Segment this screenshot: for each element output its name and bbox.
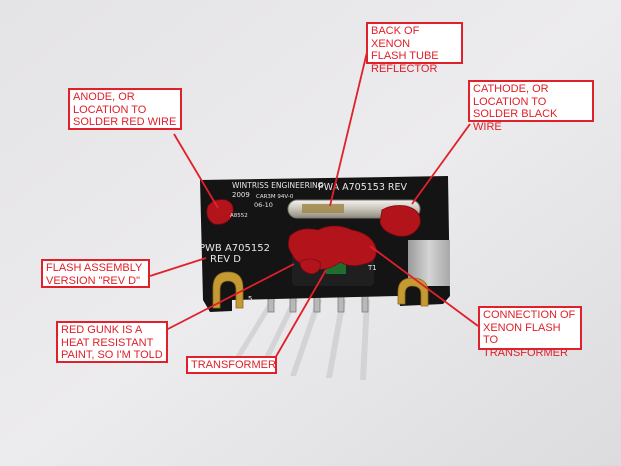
callout-xenon-connection: CONNECTION OF XENON FLASH TO TRANSFORMER	[478, 306, 582, 359]
callout-flash-tube-reflector: BACK OF XENON FLASH TUBE REFLECTOR	[366, 22, 463, 75]
gold-tab-left	[212, 271, 244, 309]
pcb-year-text: 2009	[232, 191, 250, 199]
gold-tab-right	[397, 277, 429, 307]
red-paint-blobs	[206, 199, 421, 275]
pcb-pwa-text: PWA A705153 REV	[318, 182, 408, 193]
pcb-pin5-text: 5	[248, 295, 252, 303]
pcb-rev-text: REV D	[210, 254, 241, 265]
pcb-pwb-text: PWB A705152	[199, 243, 270, 254]
pcb-material-text: CAR3M 94V-0	[256, 194, 294, 200]
callout-anode: ANODE, OR LOCATION TO SOLDER RED WIRE	[68, 88, 182, 130]
pcb-partmark-text: A8552	[230, 213, 248, 219]
pcb-maker-text: WINTRISS ENGINEERING	[232, 181, 324, 190]
callout-red-gunk: RED GUNK IS A HEAT RESISTANT PAINT, SO I…	[56, 321, 168, 363]
pcb-datecode-text: 06-10	[254, 201, 273, 209]
callout-pointers	[149, 47, 479, 361]
flash-tube-electrode	[302, 204, 344, 213]
callout-cathode: CATHODE, OR LOCATION TO SOLDER BLACK WIR…	[468, 80, 594, 133]
callout-transformer: TRANSFORMER	[186, 356, 277, 374]
pcb-t1-text: T1	[367, 264, 377, 272]
callout-flash-assembly-version: FLASH ASSEMBLY VERSION "REV D"	[41, 259, 150, 288]
pin-shadows	[226, 300, 370, 380]
